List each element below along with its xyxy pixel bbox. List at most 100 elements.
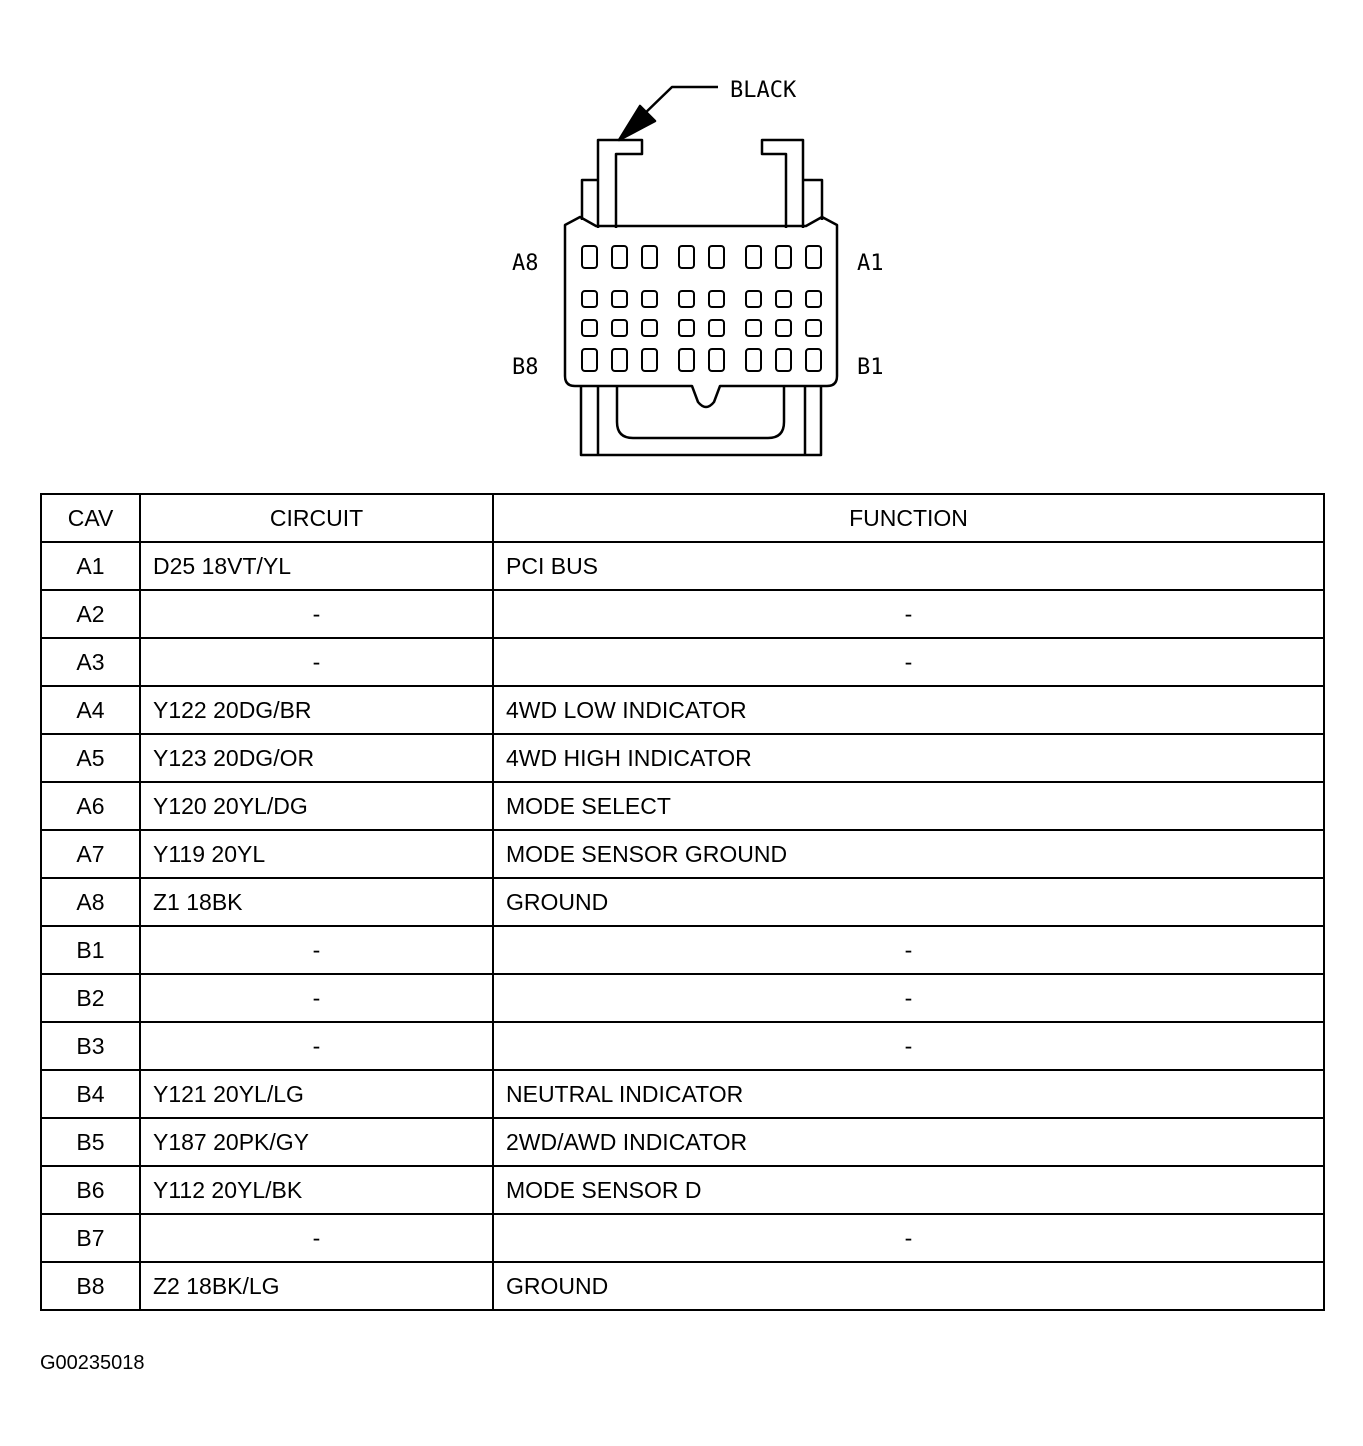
header-cav: CAV <box>40 493 141 543</box>
header-circuit: CIRCUIT <box>139 493 494 543</box>
circuit-cell: Y122 20DG/BR <box>139 685 494 735</box>
cavity <box>641 319 658 337</box>
function-cell: MODE SELECT <box>492 781 1325 831</box>
cavity <box>678 319 695 337</box>
corner-label-a8: A8 <box>512 251 539 276</box>
corner-label-b1: B1 <box>857 355 884 380</box>
cav-cell: B2 <box>40 973 141 1023</box>
cav-cell: B4 <box>40 1069 141 1119</box>
color-leader-arrow <box>617 104 657 142</box>
circuit-cell: - <box>139 1213 494 1263</box>
cavity <box>745 290 762 308</box>
circuit-cell: - <box>139 973 494 1023</box>
circuit-cell: Y121 20YL/LG <box>139 1069 494 1119</box>
table-row: B2-- <box>40 973 1325 1023</box>
cavity <box>708 245 725 269</box>
cavity <box>678 245 695 269</box>
circuit-cell: Y123 20DG/OR <box>139 733 494 783</box>
connector-left-latch <box>596 138 644 228</box>
cavity <box>641 348 658 372</box>
function-cell: GROUND <box>492 877 1325 927</box>
circuit-cell: - <box>139 1021 494 1071</box>
cav-cell: A3 <box>40 637 141 687</box>
table-row: B7-- <box>40 1213 1325 1263</box>
circuit-cell: - <box>139 637 494 687</box>
cavity <box>775 348 792 372</box>
cavity <box>678 348 695 372</box>
cavity <box>678 290 695 308</box>
function-cell: NEUTRAL INDICATOR <box>492 1069 1325 1119</box>
function-cell: MODE SENSOR GROUND <box>492 829 1325 879</box>
cavity <box>611 319 628 337</box>
circuit-cell: Y187 20PK/GY <box>139 1117 494 1167</box>
cav-cell: B7 <box>40 1213 141 1263</box>
cavity <box>805 245 822 269</box>
cavity <box>611 245 628 269</box>
cavity-grid <box>581 245 822 372</box>
cavity <box>641 245 658 269</box>
circuit-cell: - <box>139 925 494 975</box>
cavity <box>611 348 628 372</box>
circuit-cell: Y119 20YL <box>139 829 494 879</box>
cavity <box>745 245 762 269</box>
cavity <box>708 348 725 372</box>
cav-cell: A2 <box>40 589 141 639</box>
cavity <box>708 290 725 308</box>
cav-cell: B3 <box>40 1021 141 1071</box>
circuit-cell: Y120 20YL/DG <box>139 781 494 831</box>
cav-cell: A7 <box>40 829 141 879</box>
cavity <box>581 319 598 337</box>
circuit-cell: - <box>139 589 494 639</box>
cavity <box>775 290 792 308</box>
cavity <box>611 290 628 308</box>
connector-lower-channel <box>615 386 786 440</box>
function-cell: - <box>492 973 1325 1023</box>
function-cell: - <box>492 637 1325 687</box>
cav-cell: B1 <box>40 925 141 975</box>
corner-label-a1: A1 <box>857 251 884 276</box>
cav-cell: B5 <box>40 1117 141 1167</box>
function-cell: - <box>492 589 1325 639</box>
connector-lower-skirt <box>579 386 823 457</box>
function-cell: - <box>492 1021 1325 1071</box>
cav-cell: A8 <box>40 877 141 927</box>
cavity <box>581 348 598 372</box>
connector-right-latch <box>760 138 805 228</box>
table-row: A2-- <box>40 589 1325 639</box>
cavity <box>745 348 762 372</box>
circuit-cell: Z2 18BK/LG <box>139 1261 494 1311</box>
connector-color-label: BLACK <box>730 78 797 103</box>
circuit-cell: D25 18VT/YL <box>139 541 494 591</box>
cav-cell: B8 <box>40 1261 141 1311</box>
header-function: FUNCTION <box>492 493 1325 543</box>
table-row: A3-- <box>40 637 1325 687</box>
function-cell: - <box>492 1213 1325 1263</box>
connector-body <box>563 215 839 409</box>
cav-cell: A4 <box>40 685 141 735</box>
cavity <box>581 245 598 269</box>
connector-diagram: BLACK A8 A1 B8 B1 <box>512 78 884 457</box>
color-leader-line <box>639 85 718 119</box>
cavity <box>581 290 598 308</box>
table-row: B3-- <box>40 1021 1325 1071</box>
cavity <box>641 290 658 308</box>
function-cell: - <box>492 925 1325 975</box>
function-cell: GROUND <box>492 1261 1325 1311</box>
figure-id: G00235018 <box>40 1352 145 1374</box>
cav-cell: A1 <box>40 541 141 591</box>
cavity <box>708 319 725 337</box>
cavity <box>805 348 822 372</box>
cav-cell: A6 <box>40 781 141 831</box>
cavity <box>805 290 822 308</box>
function-cell: 4WD LOW INDICATOR <box>492 685 1325 735</box>
